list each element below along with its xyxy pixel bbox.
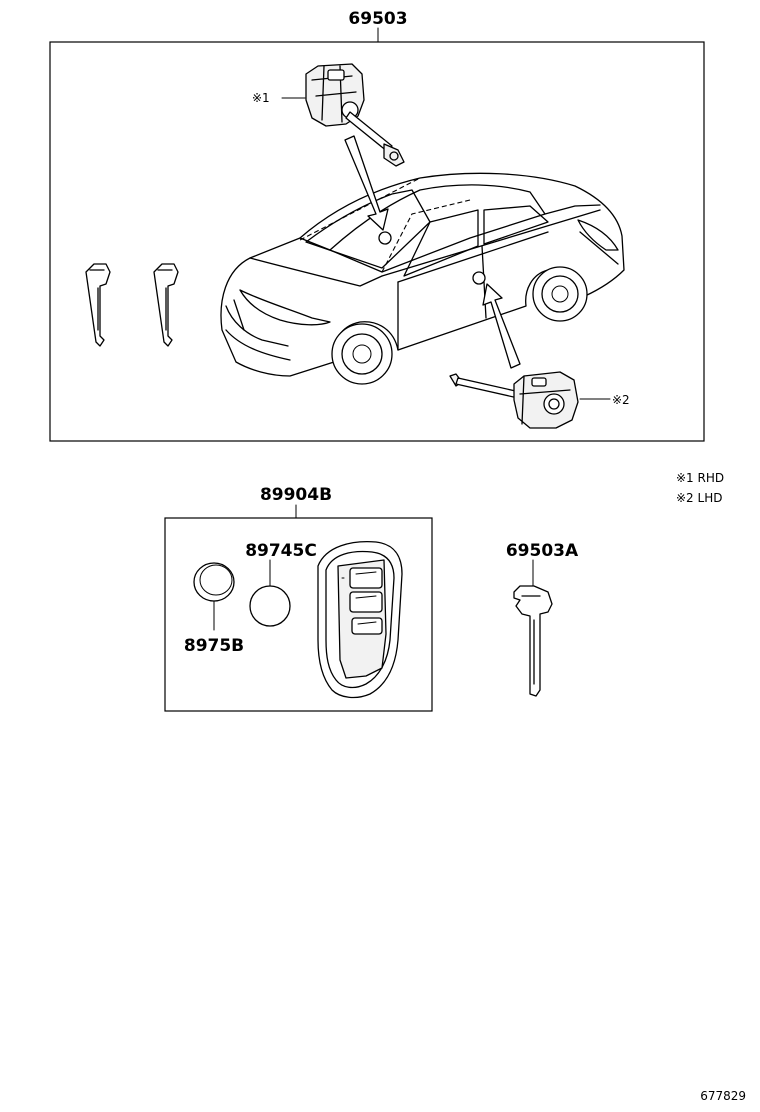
note-lhd: ※2 LHD	[676, 491, 722, 505]
battery-cover-89745c	[249, 585, 291, 627]
car-illustration	[220, 172, 625, 385]
figure-id: 677829	[700, 1089, 746, 1103]
fob-button-lock	[349, 567, 383, 589]
fob-button-unlock	[349, 591, 383, 613]
callout-lhd: ※2	[612, 393, 630, 407]
frame-89904b	[164, 517, 433, 712]
battery-8975b	[193, 562, 235, 602]
fob-button-trunk	[351, 617, 383, 635]
key-left-1	[85, 263, 111, 347]
smart-key-fob	[317, 540, 403, 699]
part-number-89904b: 89904B	[260, 485, 332, 505]
key-left-2	[153, 263, 179, 347]
arrow-door-to-car	[482, 283, 521, 369]
part-number-69503a: 69503A	[506, 541, 579, 561]
note-rhd: ※1 RHD	[676, 471, 724, 485]
ignition-lock-position-marker	[378, 231, 392, 245]
key-blank-69503a	[513, 585, 553, 697]
frame-69503	[49, 41, 705, 442]
arrow-ignition-to-car	[344, 135, 389, 231]
callout-rhd: ※1	[252, 91, 270, 105]
door-cylinder-lhd	[449, 371, 579, 429]
ignition-cylinder-rhd	[305, 63, 405, 167]
part-number-69503: 69503	[348, 9, 407, 29]
part-number-8975b: 8975B	[184, 636, 244, 656]
part-number-89745c: 89745C	[245, 541, 317, 561]
door-lock-position-marker	[472, 271, 486, 285]
